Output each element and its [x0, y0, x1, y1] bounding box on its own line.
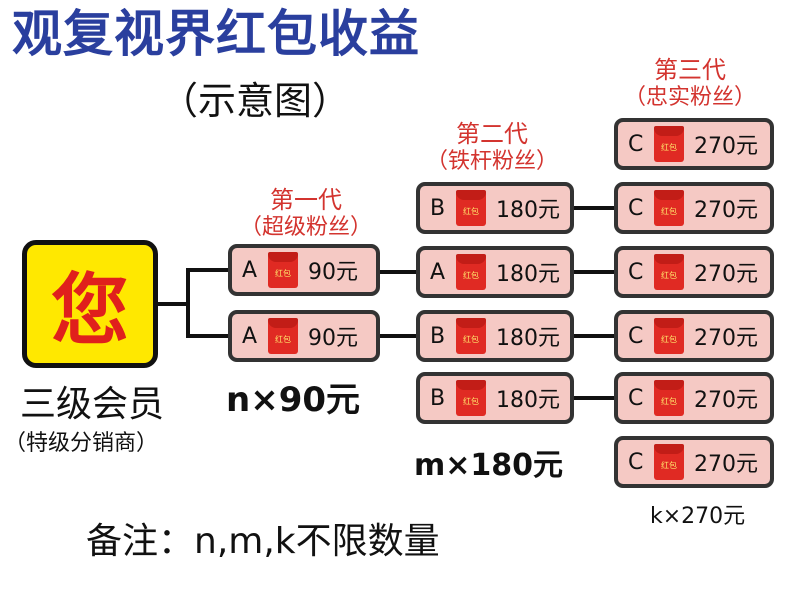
generation-name: 第一代 [270, 186, 342, 214]
envelope-text: 红包 [463, 396, 479, 406]
generation-desc: （忠实粉丝） [623, 85, 756, 110]
node-letter: A [242, 257, 258, 283]
red-envelope-icon: 红包 [456, 380, 486, 416]
red-envelope-icon: 红包 [654, 380, 684, 416]
generation-desc: （超级粉丝） [239, 215, 372, 240]
envelope-text: 红包 [661, 334, 677, 344]
node-amount: 90元 [308, 260, 358, 285]
node-amount: 180元 [496, 326, 560, 351]
node-amount: 180元 [496, 198, 560, 223]
red-envelope-node: A 红包 180元 [416, 246, 574, 298]
red-envelope-node: C 红包 270元 [614, 372, 774, 424]
red-envelope-icon: 红包 [654, 126, 684, 162]
envelope-text: 红包 [275, 268, 291, 278]
red-envelope-icon: 红包 [456, 318, 486, 354]
node-amount: 270元 [694, 452, 758, 477]
gen1-multiplier: n×90元 [226, 380, 361, 420]
generation-name: 第二代 [456, 120, 528, 148]
red-envelope-node: B 红包 180元 [416, 182, 574, 234]
envelope-text: 红包 [661, 396, 677, 406]
red-envelope-icon: 红包 [456, 254, 486, 290]
node-amount: 270元 [694, 388, 758, 413]
red-envelope-node: C 红包 270元 [614, 118, 774, 170]
node-letter: A [242, 323, 258, 349]
connector [380, 334, 418, 338]
red-envelope-node: C 红包 270元 [614, 436, 774, 488]
member-type: （特级分销商） [4, 431, 159, 456]
node-letter: C [628, 385, 644, 411]
red-envelope-icon: 红包 [268, 252, 298, 288]
node-letter: B [430, 195, 446, 221]
envelope-text: 红包 [661, 270, 677, 280]
generation-desc: （铁杆粉丝） [425, 149, 558, 174]
connector [574, 334, 616, 338]
red-envelope-icon: 红包 [654, 444, 684, 480]
node-letter: C [628, 195, 644, 221]
red-envelope-node: B 红包 180元 [416, 372, 574, 424]
connector [158, 302, 188, 306]
generation-label-3: 第三代 （忠实粉丝） [600, 56, 780, 112]
envelope-text: 红包 [661, 142, 677, 152]
node-amount: 270元 [694, 134, 758, 159]
red-envelope-node: A 红包 90元 [228, 244, 380, 296]
red-envelope-node: B 红包 180元 [416, 310, 574, 362]
envelope-text: 红包 [661, 460, 677, 470]
generation-name: 第三代 [654, 56, 726, 84]
page-title: 观复视界红包收益 [12, 5, 420, 63]
node-letter: C [628, 259, 644, 285]
connector [574, 270, 616, 274]
envelope-text: 红包 [661, 206, 677, 216]
member-level: 三级会员 [20, 384, 165, 425]
gen2-multiplier: m×180元 [414, 448, 564, 483]
red-envelope-node: A 红包 90元 [228, 310, 380, 362]
generation-label-1: 第一代 （超级粉丝） [212, 186, 400, 242]
red-envelope-icon: 红包 [654, 318, 684, 354]
page-subtitle: （示意图） [160, 79, 351, 123]
node-amount: 270元 [694, 198, 758, 223]
node-letter: B [430, 323, 446, 349]
envelope-text: 红包 [463, 206, 479, 216]
envelope-text: 红包 [463, 270, 479, 280]
envelope-text: 红包 [275, 334, 291, 344]
you-label: 您 [50, 266, 129, 356]
node-amount: 270元 [694, 326, 758, 351]
connector [574, 206, 616, 210]
node-letter: C [628, 131, 644, 157]
node-amount: 90元 [308, 326, 358, 351]
red-envelope-node: C 红包 270元 [614, 310, 774, 362]
red-envelope-node: C 红包 270元 [614, 182, 774, 234]
connector [186, 268, 190, 338]
node-amount: 180元 [496, 388, 560, 413]
red-envelope-icon: 红包 [654, 254, 684, 290]
node-letter: B [430, 385, 446, 411]
connector [186, 268, 228, 272]
you-box: 您 [22, 240, 158, 368]
red-envelope-icon: 红包 [654, 190, 684, 226]
connector [186, 334, 228, 338]
red-envelope-icon: 红包 [268, 318, 298, 354]
footnote: 备注：n,m,k不限数量 [86, 521, 440, 562]
node-amount: 180元 [496, 262, 560, 287]
node-amount: 270元 [694, 262, 758, 287]
node-letter: A [430, 259, 446, 285]
red-envelope-icon: 红包 [456, 190, 486, 226]
connector [574, 396, 616, 400]
generation-label-2: 第二代 （铁杆粉丝） [402, 120, 582, 176]
node-letter: C [628, 449, 644, 475]
gen3-multiplier: k×270元 [650, 504, 746, 529]
envelope-text: 红包 [463, 334, 479, 344]
connector [380, 270, 418, 274]
red-envelope-node: C 红包 270元 [614, 246, 774, 298]
node-letter: C [628, 323, 644, 349]
